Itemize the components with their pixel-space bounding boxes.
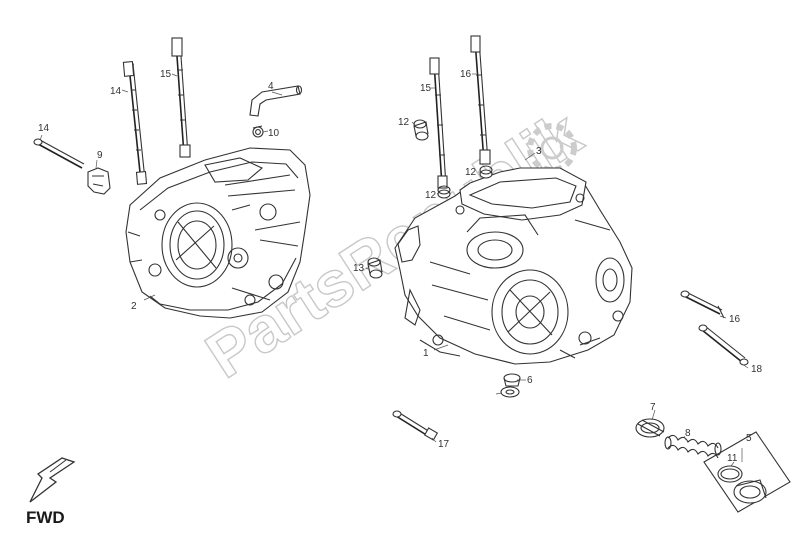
callout-11: 11 [727,453,738,464]
stud-14-right [171,37,191,158]
callout-16-lower: 17 [438,439,450,450]
plug-6 [503,373,521,387]
dowel-12-mid [437,185,451,199]
dowel-12-right [479,165,493,179]
dowel-12-side [367,257,383,279]
callout-15-left: 15 [420,83,432,94]
bolt-13 [33,138,85,169]
spring-8 [664,434,722,459]
callout-1: 1 [423,348,429,359]
drain-plug [733,479,767,504]
forward-arrow-icon [29,457,76,503]
gear-logo-watermark [527,123,577,173]
callout-labels: 1 2 3 4 5 6 7 8 9 10 11 12 12 12 13 14 1… [38,69,763,464]
stud-14-left [122,60,148,185]
callout-10: 10 [268,128,280,139]
callout-12-right: 12 [465,167,477,178]
callout-8: 8 [685,428,691,439]
callout-7: 7 [650,402,656,413]
stud-15-right [470,35,491,165]
callout-14-left: 14 [110,86,122,97]
breather-hose-4 [249,85,303,117]
bolt-17 [698,324,749,366]
drain-plug-box-5 [703,431,791,513]
clamp-10 [252,125,264,138]
callout-13: 14 [38,123,50,134]
o-ring-11 [717,465,743,483]
callout-15-right: 16 [460,69,472,80]
bracket-9 [87,167,111,195]
fwd-label: FWD [26,508,65,527]
callout-16-upper: 16 [729,314,741,325]
washer-18 [500,386,520,398]
callout-9: 9 [97,150,103,161]
callout-2: 2 [131,301,137,312]
bolt-16-lower [392,410,439,441]
callout-17: 18 [751,364,763,375]
right-crankcase-half [394,167,633,365]
callout-6: 6 [527,375,533,386]
stud-15-left [429,57,448,189]
dowel-12-top [413,119,429,141]
callout-12-top: 12 [398,117,410,128]
callout-14-right: 15 [160,69,172,80]
left-crankcase-half [125,147,311,319]
callout-5: 5 [746,433,752,444]
oil-filter-screen-7 [635,418,665,438]
callout-12-mid: 12 [425,190,437,201]
bolt-16-upper [680,290,725,319]
callout-12-side: 13 [353,263,365,274]
callout-4: 4 [268,81,274,92]
callout-3: 3 [536,146,542,157]
leader-lines [39,73,749,467]
